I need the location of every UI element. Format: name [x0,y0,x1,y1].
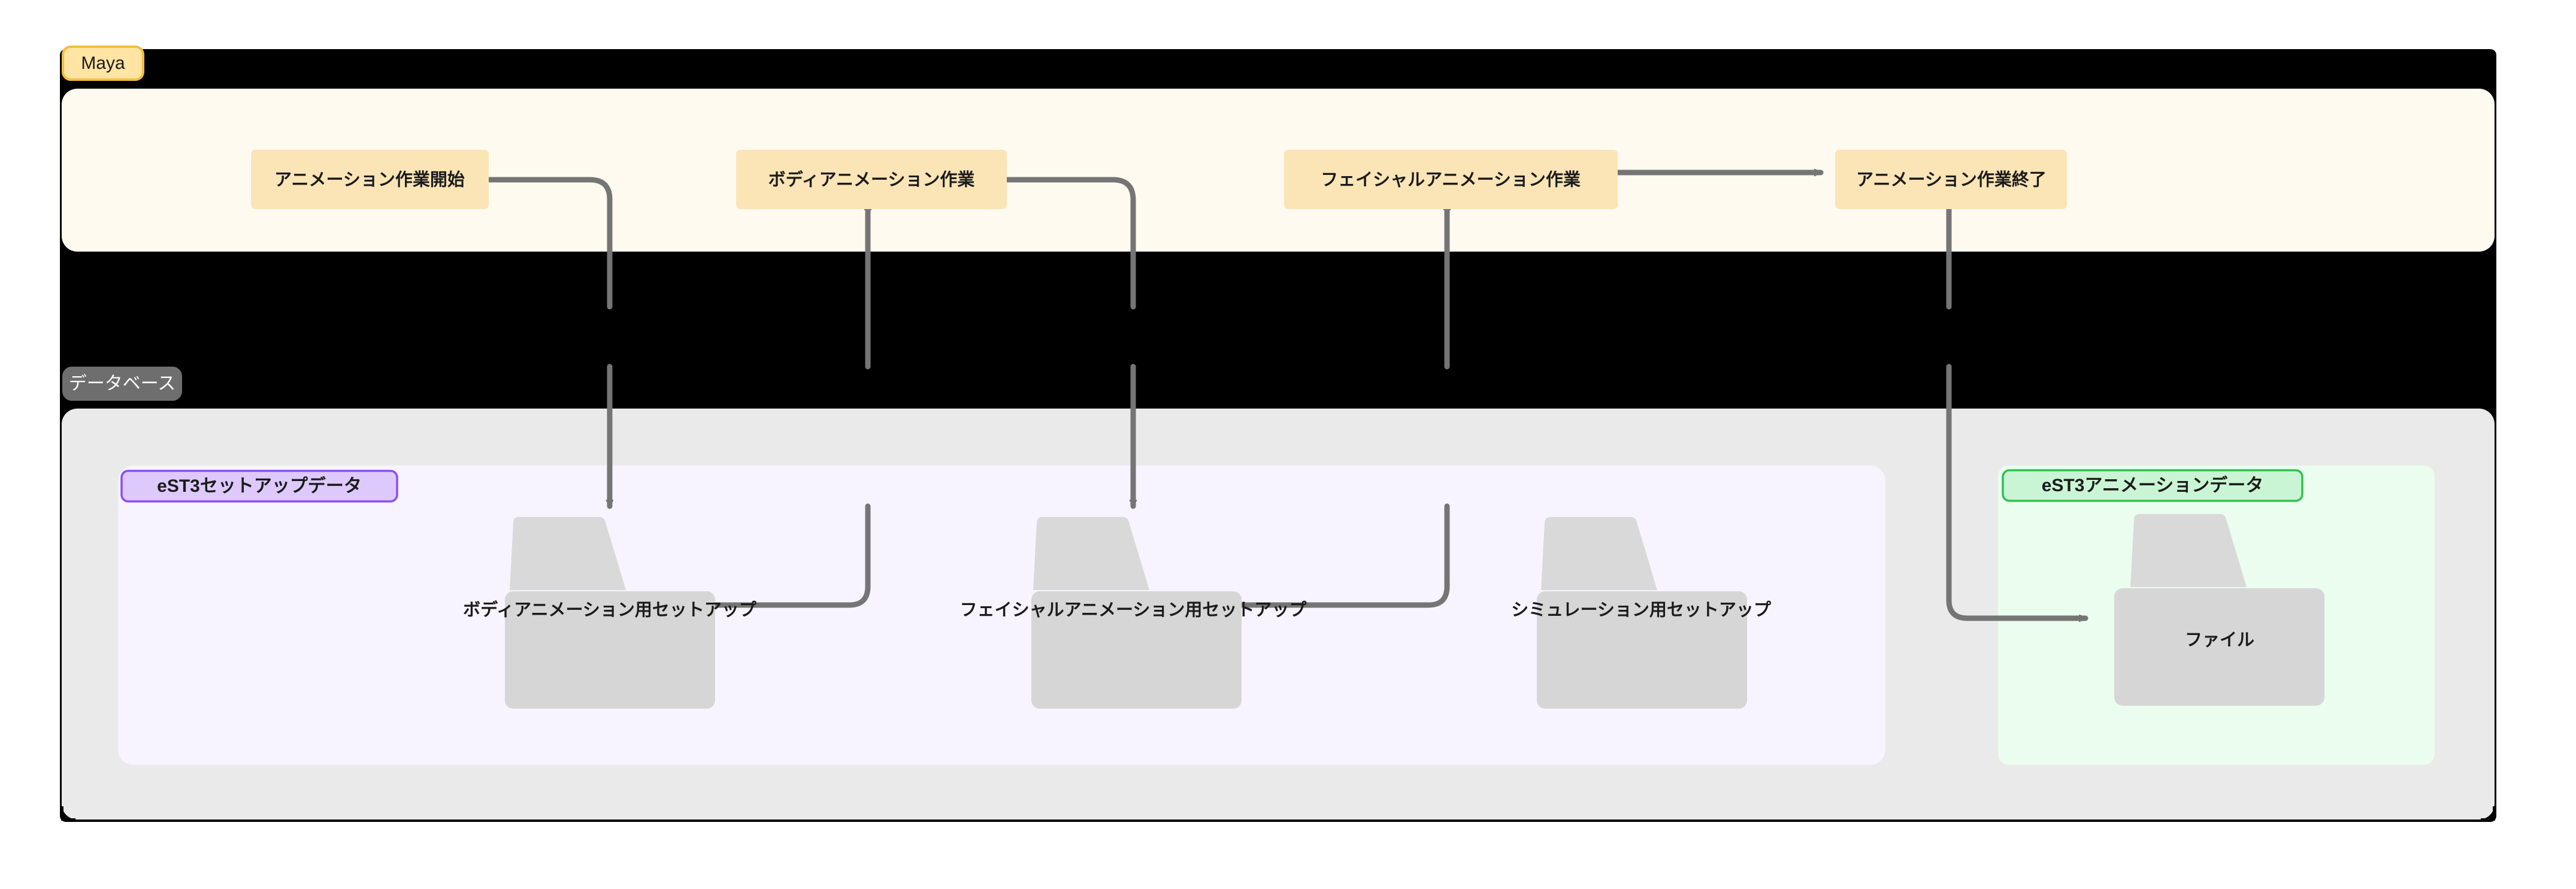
folder-body [2114,588,2324,706]
node-box [1284,150,1618,209]
process-node-anim-start[interactable]: アニメーション作業開始 [251,150,489,209]
lane-tag-maya[interactable]: Maya [62,46,144,81]
process-node-anim-end[interactable]: アニメーション作業終了 [1835,150,2067,209]
process-node-body-anim[interactable]: ボディアニメーション作業 [736,150,1007,209]
folder-tab-icon [1541,517,1657,590]
lane-band-maya [62,89,2495,252]
process-node-label: ボディアニメーション作業 [768,170,975,190]
group-tag-est3-setup[interactable]: eST3セットアップデータ [120,470,398,503]
data-node-label: フェイシャルアニメーション用セットアップ [960,600,1307,620]
process-node-label: アニメーション作業終了 [1856,170,2047,190]
node-box [1835,150,2067,209]
folder-tab-icon [510,517,626,590]
lane-tag-database[interactable]: データベース [62,367,182,401]
edge-body-setup-to-body-anim [712,201,868,608]
group-tag-est3-anim[interactable]: eST3アニメーションデータ [2002,469,2303,502]
data-node-label: ファイル [2185,631,2254,650]
folder-body [1537,591,1747,709]
process-node-facial-anim[interactable]: フェイシャルアニメーション作業 [1284,150,1618,209]
data-node-label: シミュレーション用セットアップ [1511,600,1772,620]
edge-body-anim-to-facial-setup [1003,177,1133,509]
data-node-file[interactable]: ファイル [2114,514,2324,706]
canvas-resize-handle-bottom-left[interactable] [61,806,75,821]
data-node-sim-setup[interactable]: シミュレーション用セットアップ [1511,517,1772,709]
folder-body [1031,591,1242,709]
lane-tag-pill [62,46,144,81]
lane-tag-label: データベース [69,374,176,394]
canvas-resize-handle-bottom-right[interactable] [2481,806,2495,821]
edge-anim-start-to-body-setup [485,177,610,509]
folder-tab-icon [1033,517,1149,590]
group-tag-pill [2002,469,2303,502]
edge-facial-setup-to-facial-anim [1239,201,1447,608]
data-node-facial-setup[interactable]: フェイシャルアニメーション用セットアップ [960,517,1307,709]
group-tag-label: eST3セットアップデータ [157,476,362,496]
folder-tab-icon [2130,514,2247,587]
edge-anim-end-to-file [1946,201,2088,618]
process-node-label: フェイシャルアニメーション作業 [1321,170,1581,190]
group-tag-pill [120,470,398,503]
lane-tag-label: Maya [81,53,125,73]
data-node-label: ボディアニメーション用セットアップ [463,600,757,620]
node-box [251,150,489,209]
node-box [736,150,1007,209]
lane-tag-pill [62,367,182,401]
folder-body [505,591,715,709]
data-node-body-setup[interactable]: ボディアニメーション用セットアップ [463,517,757,709]
group-tag-label: eST3アニメーションデータ [2042,475,2264,495]
process-node-label: アニメーション作業開始 [274,170,465,190]
